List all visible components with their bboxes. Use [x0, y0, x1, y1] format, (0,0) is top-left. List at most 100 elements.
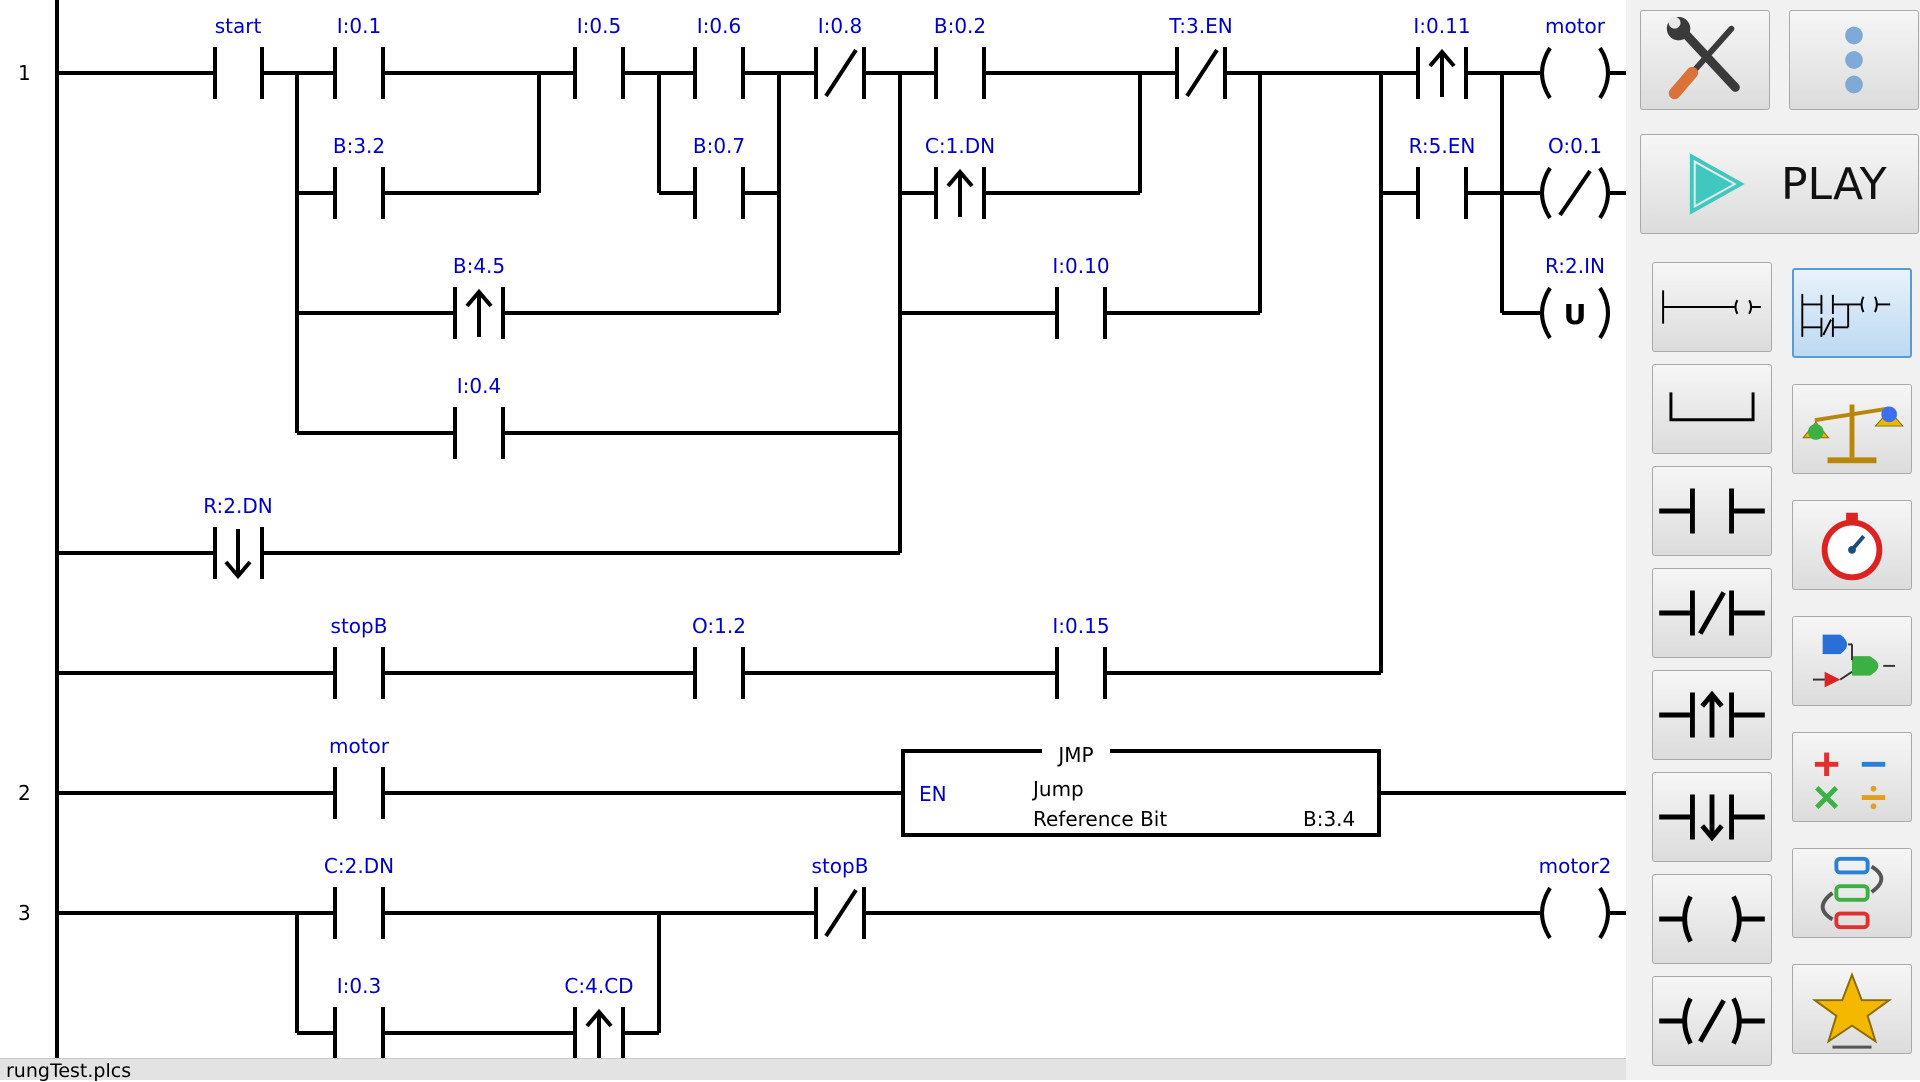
- contact-i010[interactable]: [1055, 287, 1107, 339]
- instruction-tag-label: R:5.EN: [1409, 134, 1476, 158]
- contact-stopb[interactable]: [333, 647, 385, 699]
- contact-nc-t3en[interactable]: [1175, 47, 1227, 99]
- instruction-tag-label: I:0.15: [1052, 614, 1109, 638]
- instruction-tag-label: stopB: [331, 614, 388, 638]
- play-button[interactable]: PLAY: [1640, 134, 1919, 234]
- instruction-tag-label: I:0.5: [577, 14, 621, 38]
- contact-i05[interactable]: [573, 47, 625, 99]
- contact-o12[interactable]: [693, 647, 745, 699]
- contact-rise-b45[interactable]: [453, 287, 505, 339]
- contact-r5en[interactable]: [1416, 167, 1468, 219]
- negated-coil-tool[interactable]: [1652, 976, 1772, 1066]
- instruction-tag-label: I:0.8: [818, 14, 862, 38]
- branch-tool[interactable]: [1792, 268, 1912, 358]
- unlatch-coil-letter: U: [1564, 298, 1587, 331]
- instruction-tag-label: I:0.11: [1413, 14, 1470, 38]
- jmp-block[interactable]: JMP EN Jump Reference Bit B:3.4: [919, 743, 1355, 831]
- instruction-tag-label: R:2.IN: [1545, 254, 1605, 278]
- block-en-label: EN: [919, 782, 947, 806]
- contact-nc-i08[interactable]: [814, 47, 866, 99]
- coil-icon: [1659, 895, 1765, 943]
- contact-motor[interactable]: [333, 767, 385, 819]
- instruction-tag-label: start: [215, 14, 262, 38]
- instruction-tag-label: motor: [1545, 14, 1606, 38]
- contact-i04[interactable]: [453, 407, 505, 459]
- settings-button[interactable]: [1640, 10, 1770, 110]
- instruction-tag-label: B:4.5: [453, 254, 505, 278]
- wrench-screwdriver-icon: [1666, 16, 1740, 100]
- rising-edge-contact-icon: [1659, 690, 1765, 738]
- toolbar: PLAY: [1626, 0, 1920, 1080]
- no-contact-tool[interactable]: [1652, 466, 1772, 556]
- instruction-tag-label: motor2: [1539, 854, 1612, 878]
- instruction-tag-label: O:0.1: [1548, 134, 1602, 158]
- instruction-tag-label: stopB: [812, 854, 869, 878]
- instruction-tag-label: C:1.DN: [925, 134, 995, 158]
- instruction-tag-label: R:2.DN: [203, 494, 272, 518]
- contact-i01[interactable]: [333, 47, 385, 99]
- instruction-tag-label: C:2.DN: [324, 854, 394, 878]
- play-label: PLAY: [1781, 159, 1887, 210]
- contact-i06[interactable]: [693, 47, 745, 99]
- normally-closed-contact-icon: [1659, 590, 1765, 636]
- nc-contact-tool[interactable]: [1652, 568, 1772, 658]
- block-title: JMP: [1056, 743, 1093, 767]
- contact-c2dn[interactable]: [333, 887, 385, 939]
- stopwatch-icon: [1821, 512, 1883, 581]
- rung-number: 3: [18, 901, 31, 925]
- contact-b07[interactable]: [693, 167, 745, 219]
- coil-tool[interactable]: [1652, 874, 1772, 964]
- ladder-diagram[interactable]: startI:0.1I:0.5I:0.6I:0.8B:0.2T:3.ENI:0.…: [0, 0, 1626, 1058]
- logic-gates-tool[interactable]: [1792, 616, 1912, 706]
- rising-edge-contact-tool[interactable]: [1652, 670, 1772, 760]
- block-description: Jump: [1031, 777, 1084, 801]
- math-operators-icon: [1814, 752, 1886, 810]
- contact-rise-i011[interactable]: [1416, 47, 1468, 99]
- instruction-tag-label: C:4.CD: [564, 974, 633, 998]
- instruction-tag-label: I:0.6: [697, 14, 741, 38]
- play-icon: [1689, 153, 1745, 215]
- contact-b02[interactable]: [934, 47, 986, 99]
- logic-gates-icon: [1812, 634, 1896, 688]
- compare-tool[interactable]: [1792, 384, 1912, 474]
- balance-scale-icon: [1802, 404, 1904, 464]
- contact-rise-c4cd[interactable]: [573, 1007, 625, 1058]
- rung-tool[interactable]: [1652, 262, 1772, 352]
- more-vertical-icon: [1845, 26, 1863, 94]
- contact-i03[interactable]: [333, 1007, 385, 1058]
- instruction-tag-label: B:3.2: [333, 134, 385, 158]
- program-control-tool[interactable]: [1792, 848, 1912, 938]
- falling-edge-contact-tool[interactable]: [1652, 772, 1772, 862]
- rung-icon: [1662, 290, 1761, 324]
- block-param-value: B:3.4: [1303, 807, 1355, 831]
- branch-icon: [1801, 293, 1891, 337]
- instruction-tag-label: O:1.2: [692, 614, 746, 638]
- contact-rise-c1dn[interactable]: [934, 167, 986, 219]
- contact-start[interactable]: [213, 47, 264, 99]
- normally-open-contact-icon: [1659, 488, 1765, 534]
- contact-b32[interactable]: [333, 167, 385, 219]
- file-name: rungTest.plcs: [6, 1060, 132, 1082]
- select-box-tool[interactable]: [1652, 364, 1772, 454]
- instruction-tag-label: I:0.1: [337, 14, 381, 38]
- contact-fall-r2dn[interactable]: [213, 527, 264, 580]
- star-icon: [1811, 972, 1893, 1049]
- favorites-tool[interactable]: [1792, 964, 1912, 1054]
- coil-motor[interactable]: [1540, 46, 1610, 100]
- falling-edge-contact-icon: [1659, 794, 1765, 842]
- contact-i015[interactable]: [1055, 647, 1107, 699]
- instruction-tag-label: I:0.4: [457, 374, 501, 398]
- instruction-tag-label: T:3.EN: [1168, 14, 1232, 38]
- coil-unlatch-r2in[interactable]: [1540, 286, 1610, 340]
- menu-button[interactable]: [1789, 10, 1919, 110]
- instruction-tag-label: I:0.10: [1052, 254, 1109, 278]
- timer-tool[interactable]: [1792, 500, 1912, 590]
- bracket-icon: [1669, 392, 1755, 422]
- contact-nc-stopb[interactable]: [814, 887, 866, 939]
- rung-number: 1: [18, 61, 31, 85]
- rung-number: 2: [18, 781, 31, 805]
- status-bar: rungTest.plcs: [0, 1058, 1626, 1082]
- math-tool[interactable]: [1792, 732, 1912, 822]
- coil-motor2[interactable]: [1540, 886, 1610, 940]
- coil-negated-o01[interactable]: [1540, 166, 1610, 220]
